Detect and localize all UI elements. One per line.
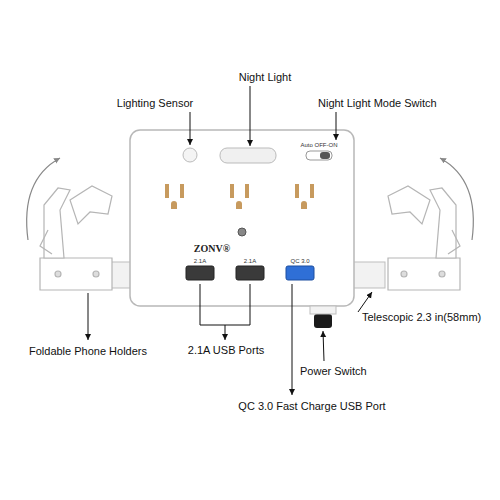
callout-label: Power Switch (300, 365, 367, 378)
callout-label: Telescopic 2.3 in(58mm) (362, 311, 481, 324)
light-sensor (183, 148, 197, 162)
brand-logo: ZONV® (194, 243, 230, 255)
charger-body (130, 130, 354, 306)
callout-label: 2.1A USB Ports (188, 344, 264, 357)
callout-label: QC 3.0 Fast Charge USB Port (238, 400, 385, 413)
callout-label: Night Light Mode Switch (318, 97, 437, 110)
usb-port (236, 266, 264, 280)
callout-label: Night Light (239, 71, 292, 84)
rotation-arrow (440, 158, 473, 240)
port-rating: 2.1A (194, 258, 206, 265)
telescopic-bar (353, 262, 385, 288)
usb-port (186, 266, 214, 280)
rotation-arrow (27, 158, 60, 240)
mode-switch (306, 151, 332, 160)
switch-label: Auto OFF-ON (300, 142, 337, 149)
phone-holder-left (40, 186, 112, 290)
port-rating: 2.1A (244, 258, 256, 265)
qc-usb-port (286, 266, 314, 280)
mode-switch-knob (320, 152, 330, 159)
callout-label: Lighting Sensor (117, 97, 193, 110)
phone-holder-right (388, 186, 460, 290)
ac-outlets (165, 184, 314, 209)
callout-label: Foldable Phone Holders (29, 345, 147, 358)
night-light (220, 148, 276, 163)
port-rating: QC 3.0 (290, 258, 309, 265)
power-switch (314, 314, 332, 328)
screw (238, 228, 246, 236)
switch-housing (310, 306, 336, 314)
